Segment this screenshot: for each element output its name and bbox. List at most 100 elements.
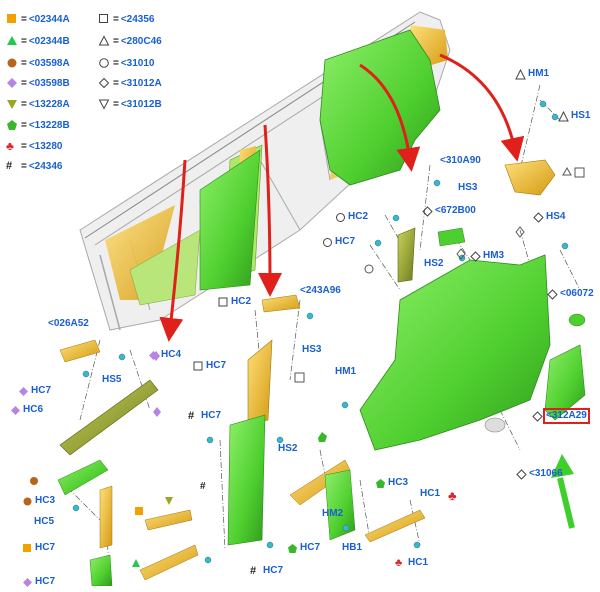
legend-row-4: =<13228A: [6, 97, 70, 111]
callout-code: HB1: [342, 542, 363, 553]
triangle-down-open-icon: [98, 98, 110, 110]
diamond-open-icon: [533, 211, 544, 223]
hash-icon: #: [6, 160, 13, 172]
legend-row-10: =<31010: [98, 56, 155, 70]
diamond-filled-icon: [10, 405, 21, 416]
club-icon: ♣: [6, 139, 14, 153]
legend-code: <13228A: [28, 98, 70, 110]
square-filled-icon: [6, 13, 18, 25]
square-open-icon: [218, 297, 229, 308]
parts-right: [359, 159, 586, 451]
parts-middle: [227, 294, 426, 546]
legend-eq: =: [113, 77, 119, 89]
callout-code: HC5: [34, 516, 55, 527]
callout-hc7-l1: HC7: [18, 385, 51, 397]
legend-eq: =: [21, 140, 27, 152]
callout-hs3-top: HS3: [458, 182, 477, 194]
svg-text:♣: ♣: [448, 488, 457, 503]
callout-code: <31066: [529, 468, 563, 479]
triangle-filled-icon: [6, 35, 18, 47]
callout-hc7-b: HC7: [193, 360, 226, 372]
diamond-open-icon: [532, 410, 543, 422]
legend-row-6: ♣ =<13280: [6, 139, 63, 153]
callout-hs2-low: HS2: [278, 443, 297, 455]
callout-hs3-mid: HS3: [302, 344, 321, 356]
pentagon-filled-icon: [287, 543, 298, 554]
callout-code: HM1: [335, 366, 357, 377]
legend-row-3: =<03598B: [6, 76, 70, 90]
legend-eq: =: [21, 57, 27, 69]
callout-code: <026A52: [48, 318, 89, 329]
callout-code: HC7: [201, 410, 222, 421]
callout-243a96: <243A96: [300, 285, 341, 297]
parts-left: [57, 339, 199, 587]
triangle-open-icon: [558, 110, 569, 122]
legend-code: <24346: [28, 160, 63, 172]
legend-eq: =: [113, 13, 119, 25]
callout-hc7-mid: HC7: [322, 236, 355, 248]
circle-filled-icon: [6, 57, 18, 69]
callout-code: HC6: [23, 404, 44, 415]
callout-hc5: HC5: [34, 516, 54, 528]
legend-code: <02344A: [28, 13, 70, 25]
fasteners: [72, 100, 569, 564]
callout-code: HC7: [335, 236, 356, 247]
callout-code: <06072: [560, 288, 594, 299]
callout-31066: <31066: [516, 468, 563, 480]
callout-code: HS5: [102, 374, 122, 385]
callout-code: HC1: [408, 557, 429, 568]
legend-row-0: =<02344A: [6, 12, 70, 26]
square-open-icon: [193, 361, 204, 372]
assembly-lines: [59, 84, 581, 587]
callout-code: HS1: [571, 110, 591, 121]
legend-row-8: =<24356: [98, 12, 155, 26]
legend-eq: =: [21, 13, 27, 25]
callout-code: HM1: [528, 68, 550, 79]
callout-hb1: HB1: [342, 542, 362, 554]
assembly-arrows: [159, 53, 525, 342]
diamond-open-icon: [547, 288, 558, 300]
callout-hash-a: #: [200, 481, 206, 493]
callout-code: HM3: [483, 250, 505, 261]
callout-hc7-l3: HC7: [22, 576, 55, 588]
callout-hc4: HC4: [148, 349, 181, 361]
diamond-open-icon: [516, 468, 527, 480]
legend-row-7: # =<24346: [6, 159, 63, 173]
legend-code: <280C46: [120, 35, 162, 47]
callout-312a29: <312A29: [532, 408, 590, 424]
callout-code: HC2: [348, 211, 369, 222]
circle-open-icon: [98, 57, 110, 69]
rear-quarter-trim-on-frame: [129, 29, 441, 306]
callout-code: HC7: [206, 360, 227, 371]
legend-eq: =: [113, 98, 119, 110]
triangle-open-icon: [98, 35, 110, 47]
legend-code: <02344B: [28, 35, 70, 47]
callout-310a90: <310A90: [440, 155, 481, 167]
callout-code: HC3: [388, 477, 409, 488]
diamond-filled-icon: [6, 77, 18, 89]
callout-hs1: HS1: [558, 110, 590, 122]
callout-code: HC7: [263, 565, 284, 576]
circle-open-icon: [322, 237, 333, 248]
callout-hc7-c: #HC7: [188, 410, 221, 422]
legend-eq: =: [113, 57, 119, 69]
legend-eq: =: [113, 35, 119, 47]
circle-filled-icon: [22, 496, 33, 507]
callout-hc1: HC1: [420, 488, 440, 500]
callout-code-highlighted: <312A29: [543, 408, 590, 424]
callout-hm2: HM2: [322, 508, 343, 520]
diamond-open-icon: [422, 205, 433, 217]
diamond-filled-icon: [22, 577, 33, 588]
callout-hs5: HS5: [102, 374, 121, 386]
callout-hc2-mid: HC2: [335, 211, 368, 223]
callout-code: HC7: [300, 542, 321, 553]
callout-code: <243A96: [300, 285, 341, 296]
legend-eq: =: [21, 160, 27, 172]
legend-code: <13280: [28, 140, 63, 152]
callout-hc7-bottom2: # HC7: [250, 565, 283, 577]
hash-icon: #: [250, 564, 257, 577]
callout-code: HS3: [302, 344, 322, 355]
callout-hc1-bottom: ♣HC1: [395, 557, 428, 569]
pentagon-filled-icon: [375, 478, 386, 489]
